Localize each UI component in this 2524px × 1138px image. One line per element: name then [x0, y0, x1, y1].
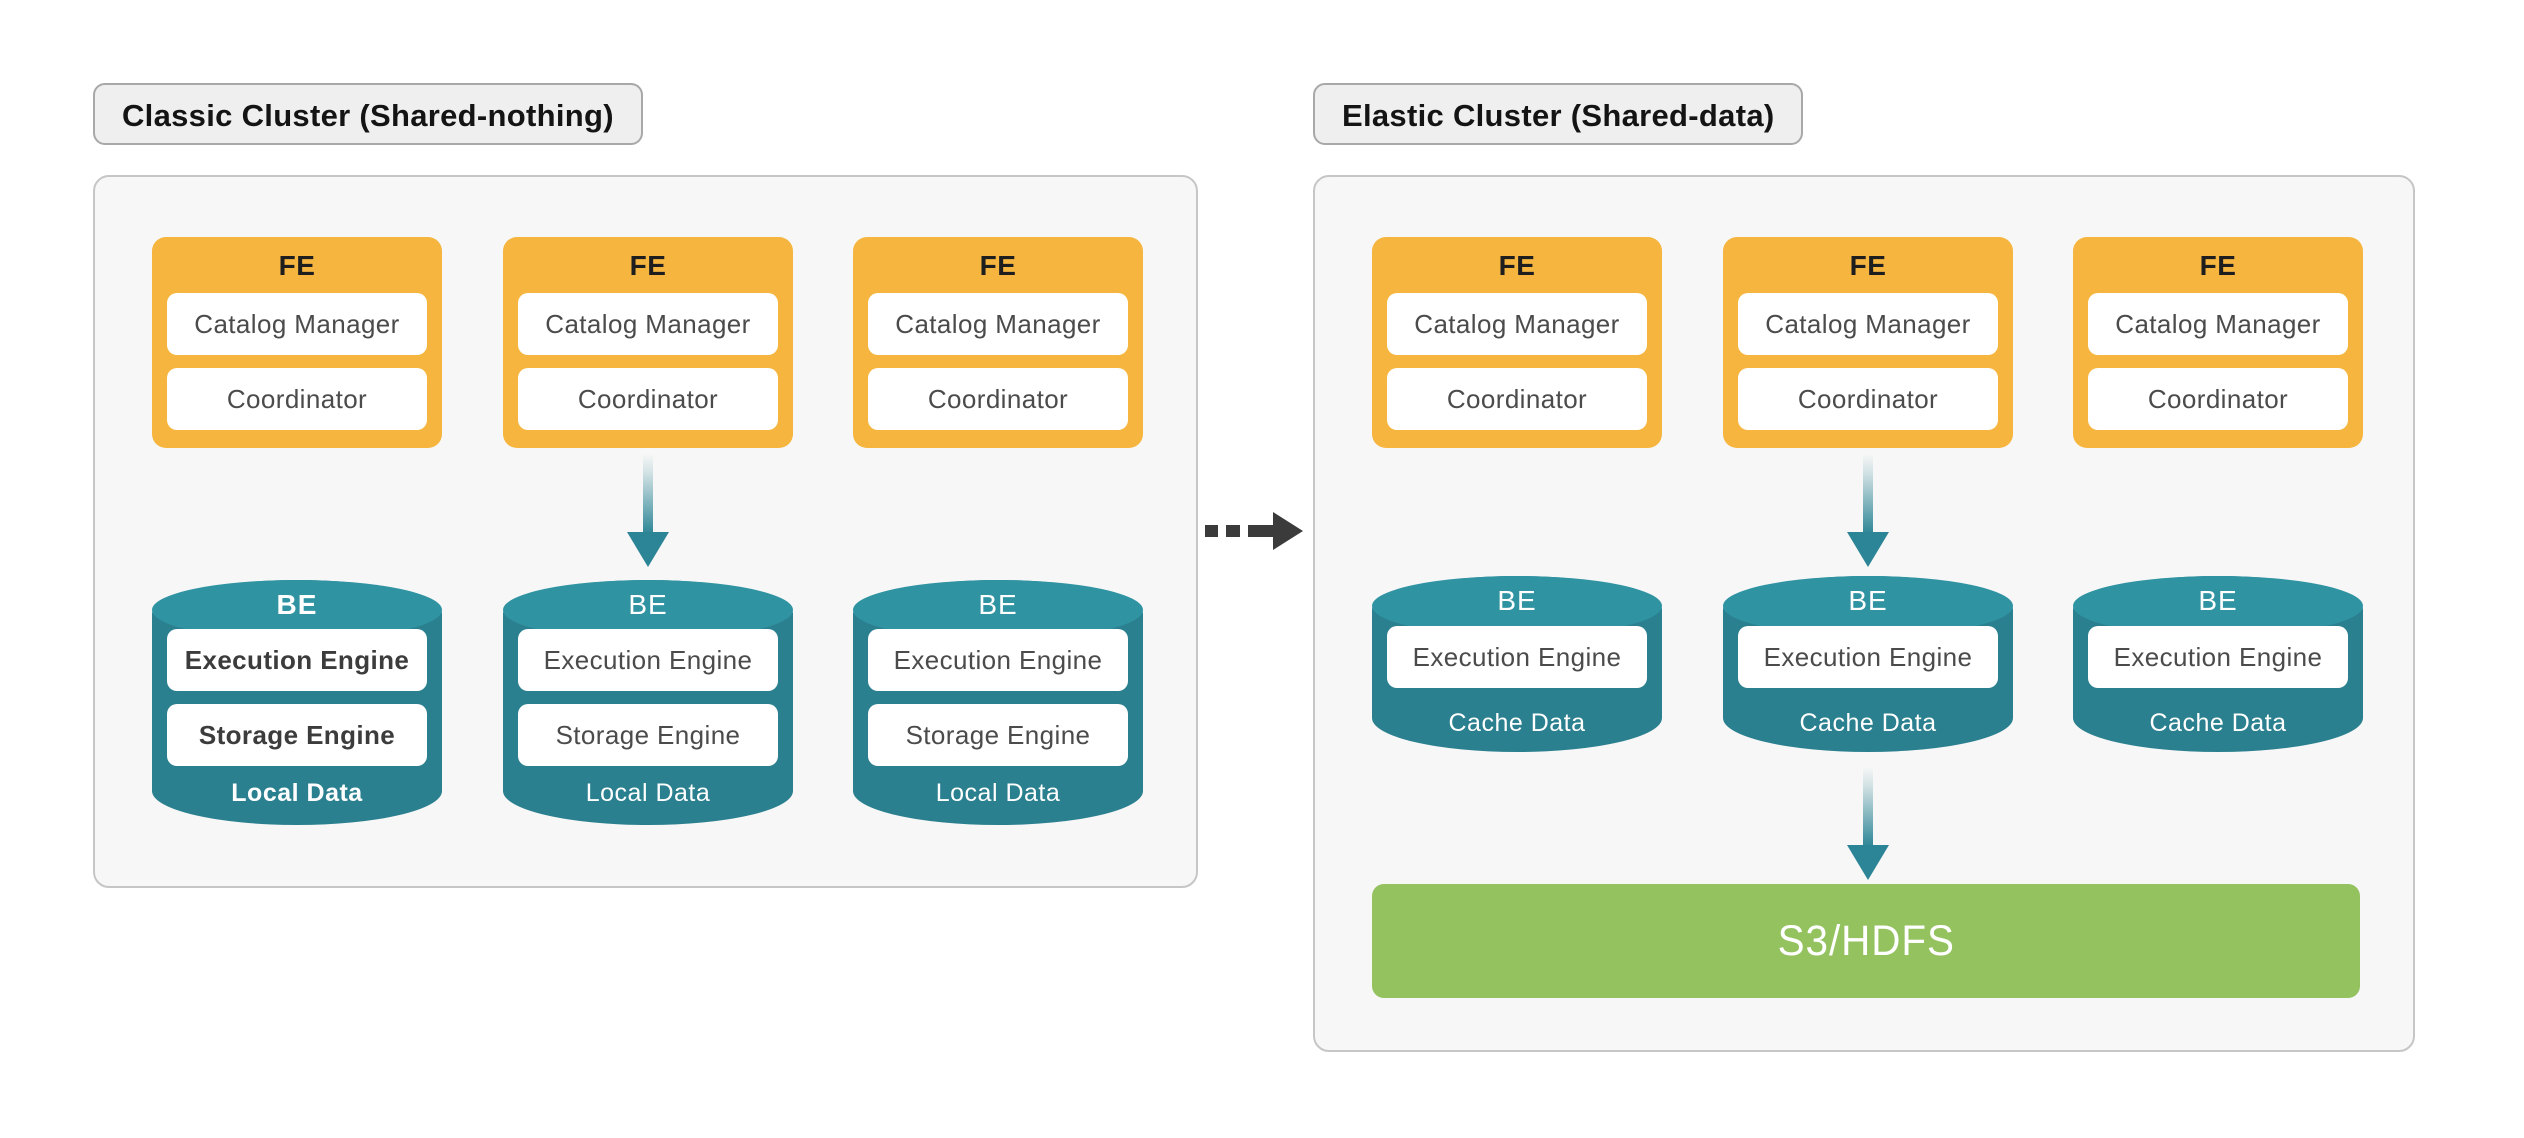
cache-data-label: Cache Data: [1448, 709, 1586, 737]
catalog-manager-box: Catalog Manager: [167, 293, 427, 355]
be-node: BE Execution Engine Cache Data: [1723, 576, 2013, 752]
execution-engine-box: Execution Engine: [167, 629, 427, 691]
fe-node-label: FE: [629, 250, 667, 281]
fe-node: FE Catalog Manager Coordinator: [503, 237, 793, 448]
local-data-label: Local Data: [231, 779, 363, 807]
fe-node-label: FE: [278, 250, 316, 281]
elastic-cluster-panel: FE Catalog Manager Coordinator FE Catalo…: [1313, 175, 2415, 1052]
fe-node: FE Catalog Manager Coordinator: [152, 237, 442, 448]
be-node-label: BE: [1497, 585, 1537, 616]
be-node: BE Execution Engine Storage Engine Local…: [152, 580, 442, 825]
down-flow-arrow-icon: [1847, 767, 1889, 880]
coordinator-box: Coordinator: [1387, 368, 1647, 430]
coordinator-box: Coordinator: [1738, 368, 1998, 430]
coordinator-box: Coordinator: [518, 368, 778, 430]
fe-node-label: FE: [1849, 250, 1887, 281]
fe-node-label: FE: [1498, 250, 1536, 281]
coordinator-box: Coordinator: [167, 368, 427, 430]
execution-engine-box: Execution Engine: [518, 629, 778, 691]
left-cluster-title: Classic Cluster (Shared-nothing): [93, 83, 643, 145]
cache-data-label: Cache Data: [2149, 709, 2287, 737]
storage-engine-box: Storage Engine: [868, 704, 1128, 766]
catalog-manager-box: Catalog Manager: [518, 293, 778, 355]
be-node: BE Execution Engine Cache Data: [2073, 576, 2363, 752]
storage-engine-box: Storage Engine: [167, 704, 427, 766]
execution-engine-box: Execution Engine: [1387, 626, 1647, 688]
shared-storage-bar: S3/HDFS: [1372, 884, 2360, 998]
catalog-manager-box: Catalog Manager: [1387, 293, 1647, 355]
down-flow-arrow-icon: [1847, 454, 1889, 567]
down-flow-arrow-icon: [627, 454, 669, 567]
be-node-label: BE: [276, 589, 318, 620]
be-node: BE Execution Engine Cache Data: [1372, 576, 1662, 752]
fe-node: FE Catalog Manager Coordinator: [1723, 237, 2013, 448]
dashed-transition-arrow-icon: [1205, 512, 1303, 550]
classic-cluster-panel: FE Catalog Manager Coordinator FE Catalo…: [93, 175, 1198, 888]
fe-node: FE Catalog Manager Coordinator: [2073, 237, 2363, 448]
catalog-manager-box: Catalog Manager: [1738, 293, 1998, 355]
execution-engine-box: Execution Engine: [1738, 626, 1998, 688]
fe-node: FE Catalog Manager Coordinator: [853, 237, 1143, 448]
local-data-label: Local Data: [935, 779, 1061, 807]
catalog-manager-box: Catalog Manager: [868, 293, 1128, 355]
fe-node-label: FE: [2199, 250, 2237, 281]
storage-label: S3/HDFS: [1777, 916, 1955, 965]
execution-engine-box: Execution Engine: [868, 629, 1128, 691]
execution-engine-box: Execution Engine: [2088, 626, 2348, 688]
be-node-label: BE: [1848, 585, 1888, 616]
coordinator-box: Coordinator: [868, 368, 1128, 430]
catalog-manager-box: Catalog Manager: [2088, 293, 2348, 355]
be-node-label: BE: [2198, 585, 2238, 616]
storage-engine-box: Storage Engine: [518, 704, 778, 766]
be-node-label: BE: [628, 589, 668, 620]
fe-node: FE Catalog Manager Coordinator: [1372, 237, 1662, 448]
be-node: BE Execution Engine Storage Engine Local…: [503, 580, 793, 825]
be-node: BE Execution Engine Storage Engine Local…: [853, 580, 1143, 825]
fe-node-label: FE: [979, 250, 1017, 281]
be-node-label: BE: [978, 589, 1018, 620]
local-data-label: Local Data: [585, 779, 711, 807]
cache-data-label: Cache Data: [1799, 709, 1937, 737]
right-cluster-title: Elastic Cluster (Shared-data): [1313, 83, 1804, 145]
coordinator-box: Coordinator: [2088, 368, 2348, 430]
